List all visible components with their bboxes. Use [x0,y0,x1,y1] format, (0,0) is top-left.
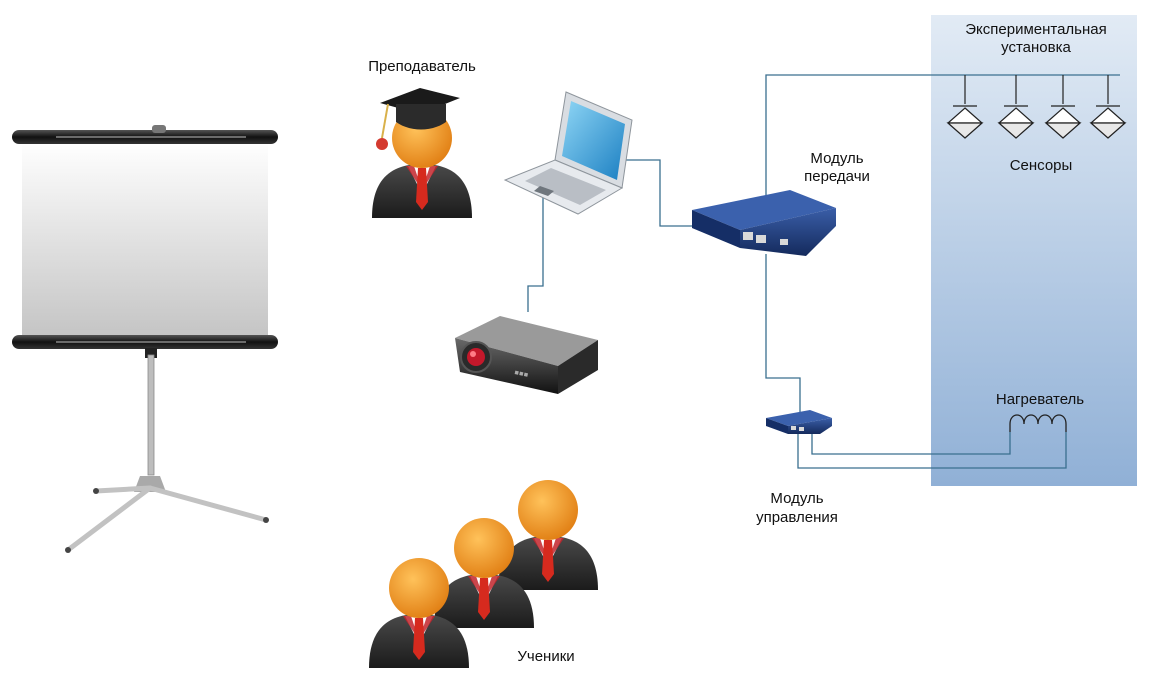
teacher-label: Преподаватель [368,58,476,75]
transfer-module-label-line1: Модуль [810,150,863,167]
projection-screen-icon [12,125,278,553]
sensors-label: Сенсоры [1010,157,1073,174]
setup-label-line2: установка [1001,39,1071,56]
transfer-module-icon [692,190,836,256]
heater-label: Нагреватель [996,391,1084,408]
students-label: Ученики [517,648,574,665]
connection-wires [527,74,1120,469]
control-module-icon [766,410,832,434]
wire-laptop-transfer [620,159,696,227]
setup-label-line1: Экспериментальная [965,21,1107,38]
wire-transfer-sensors [765,74,1120,198]
laptop-icon [503,91,633,215]
control-module-label-line2: управления [756,509,838,526]
control-module-label-line1: Модуль [770,490,823,507]
wire-laptop-projector [527,196,544,312]
svg-text:▪▪▪: ▪▪▪ [514,368,530,379]
wire-control-heater-2 [811,432,1011,455]
students-group [369,480,598,668]
wire-control-heater-1 [797,432,1067,469]
student-icon [498,480,598,590]
wire-transfer-control [765,254,801,415]
sensor-bus [964,75,1109,104]
heater-coil-icon [1009,414,1067,432]
projector-icon: ▪▪▪ [455,316,598,394]
teacher-icon [372,88,472,218]
transfer-module-label-line2: передачи [804,168,870,185]
